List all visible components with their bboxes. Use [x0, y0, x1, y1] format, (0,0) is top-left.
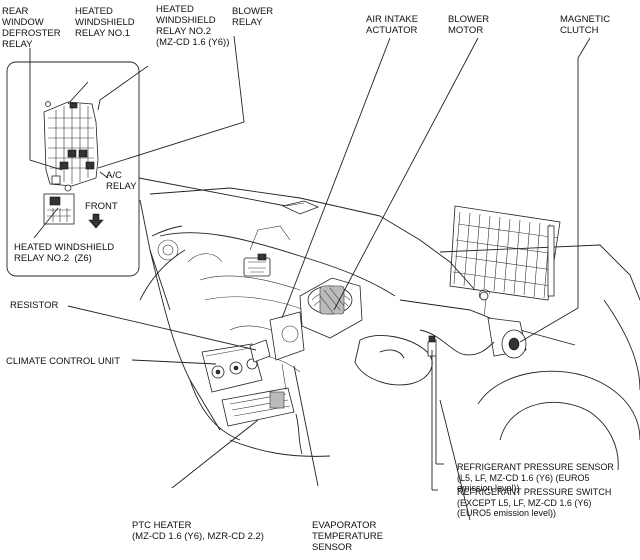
heated-windshield-relay-no2-z6-label: HEATED WINDSHIELD RELAY NO.2 (Z6): [14, 242, 115, 264]
ptc-heater-label: PTC HEATER (MZ-CD 1.6 (Y6), MZR-CD 2.2): [132, 520, 264, 542]
compressor-icon: [478, 289, 527, 359]
resistor-part: [249, 339, 271, 363]
heated-windshield-relay-no1-label: HEATED WINDSHIELD RELAY NO.1: [75, 6, 135, 39]
hvac-unit-icon: [269, 277, 363, 361]
blower-relay-part: [281, 200, 320, 215]
evaporator-temperature-sensor-label: EVAPORATOR TEMPERATURE SENSOR: [312, 520, 384, 553]
climate-control-unit-part: [201, 343, 263, 393]
refrigerant-pressure-switch-label: REFRIGERANT PRESSURE SWITCH (EXCEPT L5, …: [457, 487, 612, 518]
heated-windshield-relay-no2-mz-label: HEATED WINDSHIELD RELAY NO.2 (MZ-CD 1.6 …: [156, 4, 230, 48]
refrigerant-pressure-sensor-label: REFRIGERANT PRESSURE SENSOR (L5, LF, MZ-…: [457, 462, 614, 493]
relay-block-icon: [43, 101, 99, 192]
blower-relay-label: BLOWER RELAY: [232, 6, 274, 28]
rear-window-defroster-relay-label: REAR WINDOW DEFROSTER RELAY: [2, 6, 61, 50]
air-intake-actuator-label: AIR INTAKE ACTUATOR: [366, 14, 419, 36]
front-label: FRONT: [85, 201, 118, 212]
ptc-heater-part: [221, 387, 295, 427]
condenser-icon: [449, 205, 561, 301]
blower-motor-label: BLOWER MOTOR: [448, 14, 490, 36]
air-intake-actuator-part: [243, 253, 271, 277]
down-arrow-icon: [88, 213, 104, 229]
ac-relay-label: A/C RELAY: [106, 170, 137, 192]
magnetic-clutch-label: MAGNETIC CLUTCH: [560, 14, 611, 36]
relay-block-inset: [6, 61, 140, 277]
resistor-label: RESISTOR: [10, 300, 59, 311]
climate-control-unit-label: CLIMATE CONTROL UNIT: [6, 356, 121, 367]
